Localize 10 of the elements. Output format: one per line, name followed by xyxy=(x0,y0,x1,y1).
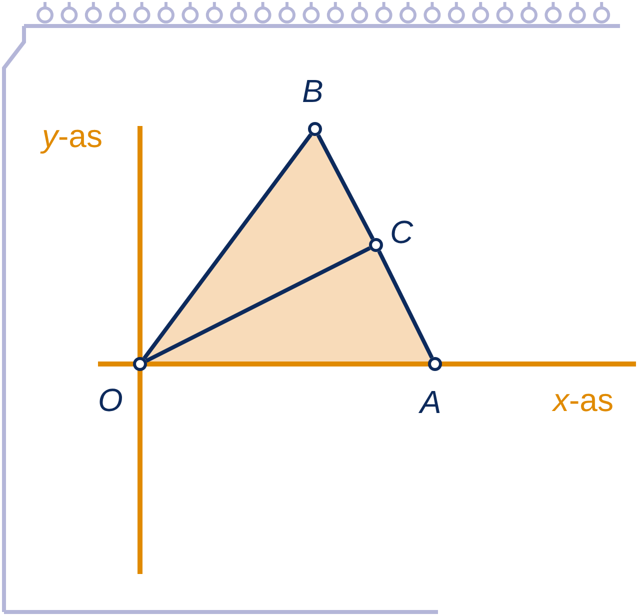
line-segment xyxy=(145,246,371,363)
line-segment xyxy=(142,133,312,360)
point-label: O xyxy=(98,384,123,416)
line-segment xyxy=(377,250,434,359)
axis-label: x-as xyxy=(553,384,614,416)
point-label: B xyxy=(302,75,324,107)
line-segment xyxy=(316,134,374,240)
axis-label: y-as xyxy=(42,120,102,152)
point-label: A xyxy=(420,386,442,418)
point-label: C xyxy=(390,216,414,248)
